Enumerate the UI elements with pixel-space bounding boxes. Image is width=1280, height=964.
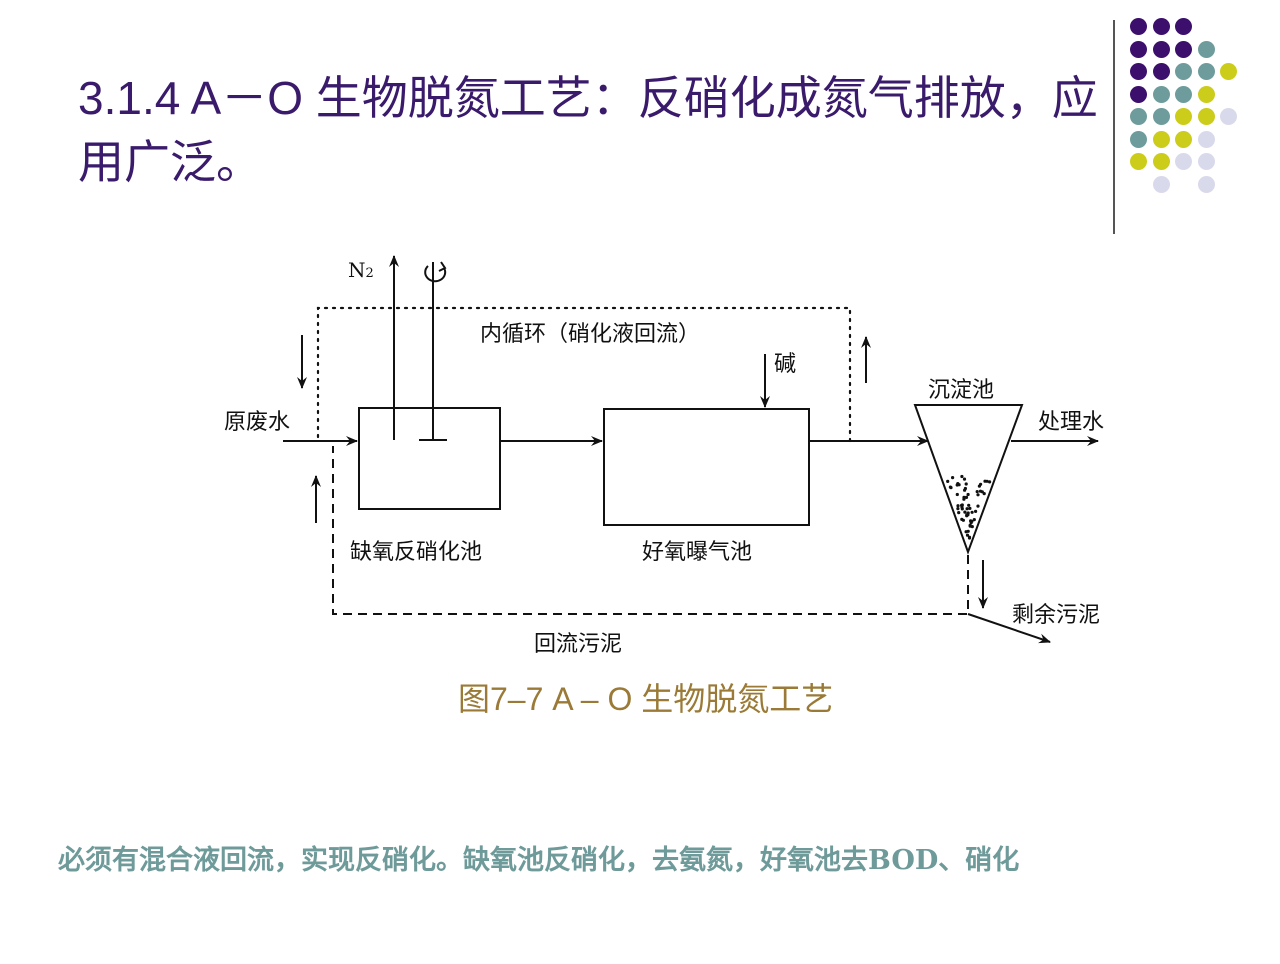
decorative-dot xyxy=(1175,130,1192,148)
anoxic-tank-label: 缺氧反硝化池 xyxy=(350,540,483,565)
decorative-dot xyxy=(1197,130,1215,148)
decorative-dot xyxy=(1197,153,1215,170)
decorative-dot xyxy=(1220,108,1237,125)
decorative-dot xyxy=(1152,153,1170,170)
sludge-particles xyxy=(946,474,992,540)
decorative-dot xyxy=(1152,130,1170,148)
decorative-dot xyxy=(1197,40,1215,58)
decorative-dot xyxy=(1152,63,1170,80)
decorative-dot xyxy=(1152,175,1170,193)
decorative-dot xyxy=(1130,18,1147,35)
decorative-dot xyxy=(1175,108,1192,125)
raw-water-label: 原废水 xyxy=(224,410,291,435)
summary-note: 必须有混合液回流，实现反硝化。缺氧池反硝化，去氨氮，好氧池去BOD、硝化 xyxy=(58,845,1020,876)
decorative-dot xyxy=(1130,85,1147,103)
slide-title: 3.1.4 A－O 生物脱氮工艺：反硝化成氮气排放，应用广泛。 xyxy=(78,72,1098,188)
decorative-dot xyxy=(1152,40,1170,58)
excess-sludge-label: 剩余污泥 xyxy=(1012,603,1101,628)
n2-text: N xyxy=(348,258,366,282)
aerobic-tank-label: 好氧曝气池 xyxy=(642,540,753,565)
internal-recycle-line xyxy=(316,306,852,443)
decorative-dot xyxy=(1130,153,1147,170)
n2-label: N2 xyxy=(348,258,374,282)
decorative-dot xyxy=(1220,63,1237,80)
decorative-dot xyxy=(1175,153,1192,170)
n2-subscript: 2 xyxy=(365,266,374,281)
decorative-dot xyxy=(1175,85,1192,103)
decorative-dot xyxy=(1175,40,1192,58)
decorative-dot xyxy=(1152,18,1170,35)
figure-caption: 图7–7 A – O 生物脱氮工艺 xyxy=(458,681,834,717)
title-divider-line xyxy=(1113,20,1115,234)
alkali-label: 碱 xyxy=(774,352,797,377)
return-sludge-label: 回流污泥 xyxy=(534,632,623,657)
aerobic-tank-box xyxy=(603,408,810,526)
decorative-dot xyxy=(1197,63,1215,80)
decorative-dot xyxy=(1197,108,1215,125)
decorative-dot xyxy=(1197,85,1215,103)
clarifier-label: 沉淀池 xyxy=(928,378,995,403)
decorative-dot xyxy=(1130,130,1147,148)
decorative-dot xyxy=(1152,85,1170,103)
decorative-dot xyxy=(1152,108,1170,125)
clarifier-cone xyxy=(913,404,1024,555)
decorative-dot xyxy=(1130,108,1147,125)
decorative-dot-grid xyxy=(1130,18,1270,218)
decorative-dot xyxy=(1175,18,1192,35)
decorative-dot xyxy=(1175,63,1192,80)
decorative-dot xyxy=(1130,40,1147,58)
treated-water-label: 处理水 xyxy=(1038,410,1105,435)
internal-recycle-label: 内循环（硝化液回流） xyxy=(480,322,701,347)
anoxic-tank-box xyxy=(358,407,501,510)
return-sludge-line xyxy=(332,446,969,615)
decorative-dot xyxy=(1130,63,1147,80)
decorative-dot xyxy=(1197,175,1215,193)
